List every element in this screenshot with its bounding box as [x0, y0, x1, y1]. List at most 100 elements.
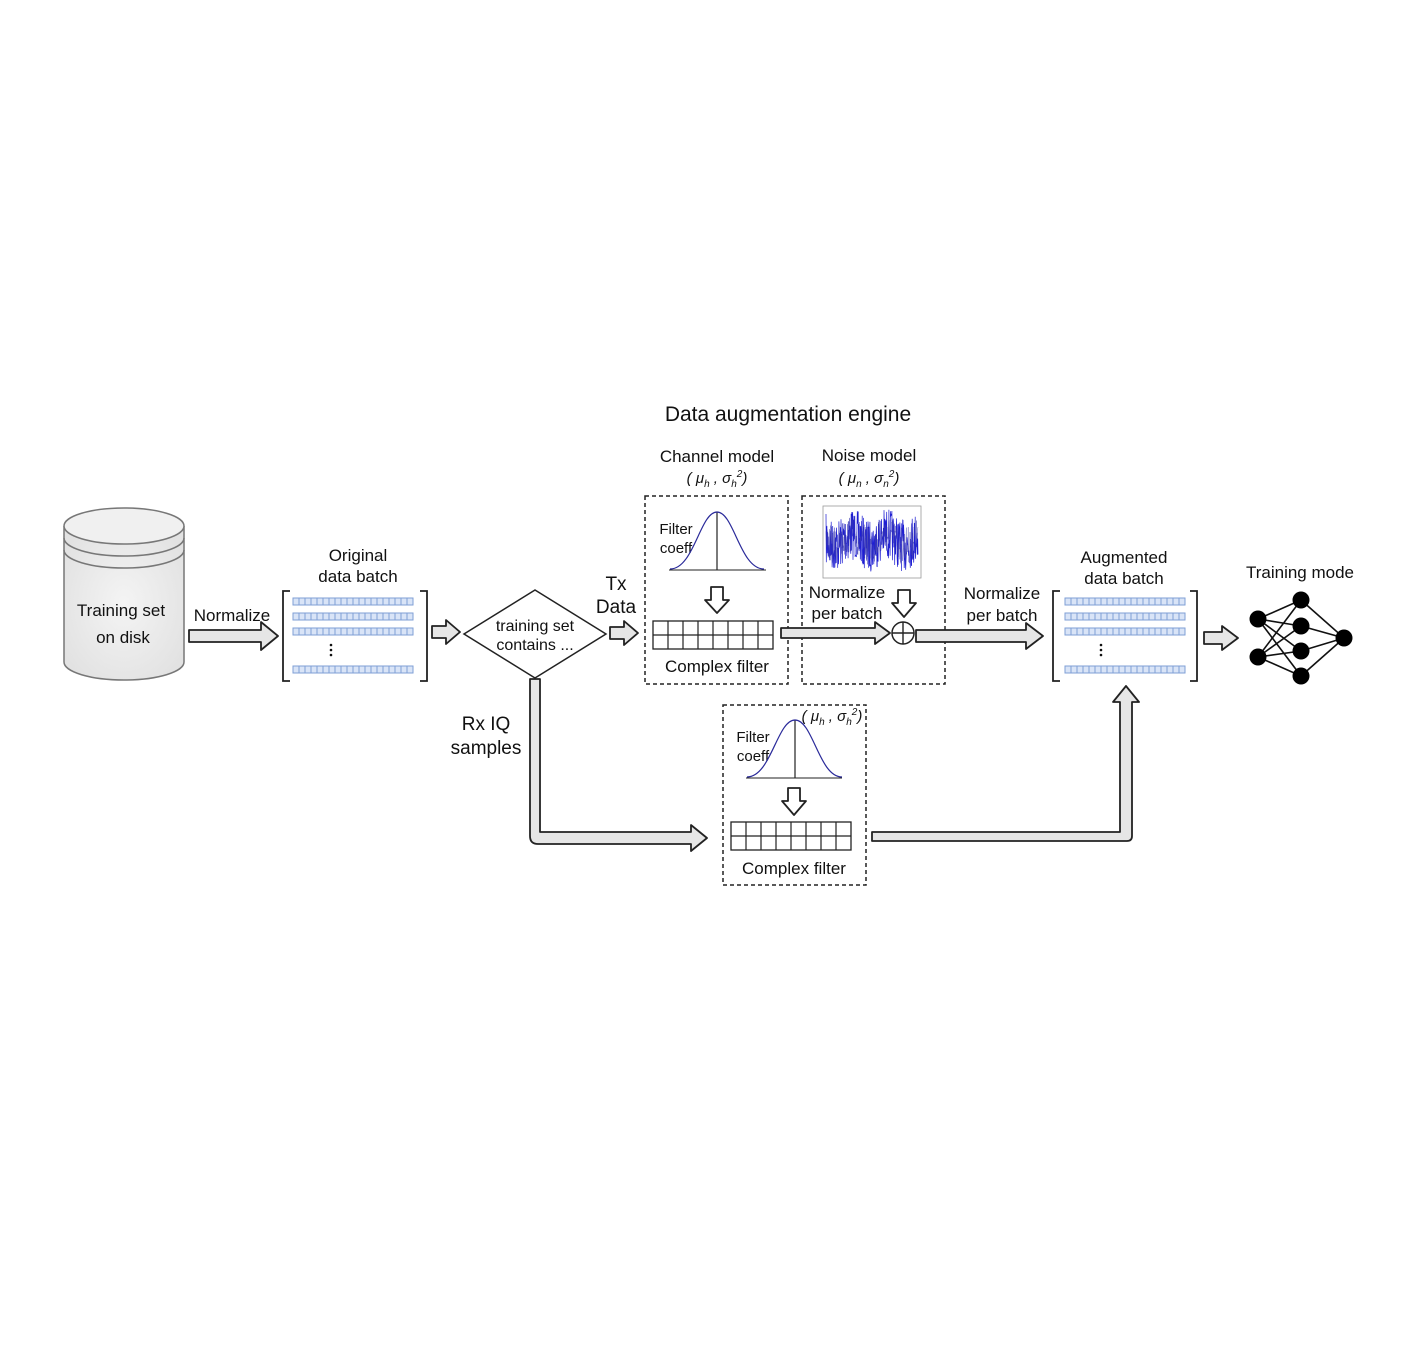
batch-cell	[1172, 627, 1180, 636]
batch-cell	[394, 627, 402, 636]
batch-cell	[1160, 665, 1168, 674]
batch-cell	[1142, 627, 1150, 636]
batch-cell	[1160, 612, 1168, 621]
original-batch-matrix	[282, 590, 428, 682]
lower-complex-filter-grid	[730, 821, 852, 851]
batch-cell	[298, 597, 306, 606]
batch-cell	[1178, 597, 1186, 606]
batch-cell	[292, 665, 300, 674]
batch-cell	[1172, 665, 1180, 674]
batch-cell	[358, 627, 366, 636]
batch-cell	[406, 612, 414, 621]
complex-filter-grid	[652, 620, 774, 650]
batch-cell	[340, 627, 348, 636]
rx-iq-label-line1: Rx IQ	[462, 714, 511, 735]
batch-cell	[334, 627, 342, 636]
augmented-batch-label-line1: Augmented	[1081, 548, 1168, 567]
batch-cell	[388, 665, 396, 674]
batch-cell	[1166, 665, 1174, 674]
channel-to-adder-arrow	[780, 621, 891, 645]
batch-row	[1064, 665, 1186, 674]
batch-cell	[388, 627, 396, 636]
batch-cell	[370, 612, 378, 621]
batch-cell	[1082, 665, 1090, 674]
batch-cell	[394, 597, 402, 606]
nn-node	[1292, 591, 1310, 609]
batch-cell	[316, 612, 324, 621]
rx-iq-label-line2: samples	[451, 738, 522, 759]
batch-cell	[400, 665, 408, 674]
decision-diamond	[462, 589, 608, 679]
batch-cell	[352, 665, 360, 674]
channel-model-box	[644, 495, 789, 685]
batch-cell	[298, 627, 306, 636]
batch-cell	[1112, 597, 1120, 606]
batch-cell	[1118, 665, 1126, 674]
nn-node	[1292, 617, 1310, 635]
batch-cell	[1100, 612, 1108, 621]
batch-cell	[376, 612, 384, 621]
batch-cell	[1166, 612, 1174, 621]
batch-cell	[382, 612, 390, 621]
batch-cell	[1136, 612, 1144, 621]
lower-channel-params: ( μh , σh2)	[802, 707, 863, 728]
batch-row	[1064, 627, 1186, 636]
batch-row	[292, 612, 414, 621]
batch-cell	[1082, 597, 1090, 606]
batch-cell	[334, 612, 342, 621]
batch-cell	[304, 665, 312, 674]
batch-cell	[1064, 627, 1072, 636]
batch-cell	[1160, 627, 1168, 636]
batch-cell	[1112, 627, 1120, 636]
batch-cell	[388, 612, 396, 621]
vertical-ellipsis	[1099, 643, 1103, 657]
batch-cell	[1076, 612, 1084, 621]
batch-cell	[1154, 627, 1162, 636]
batch-cell	[1154, 597, 1162, 606]
batch-cell	[1142, 597, 1150, 606]
neural-network-icon	[1249, 591, 1353, 685]
batch-cell	[328, 597, 336, 606]
batch-cell	[1094, 665, 1102, 674]
batch-cell	[1076, 597, 1084, 606]
original-batch-label-line2: data batch	[318, 567, 397, 586]
batch-cell	[1082, 627, 1090, 636]
batch-cell	[1178, 627, 1186, 636]
batch-cell	[1070, 612, 1078, 621]
batch-cell	[394, 612, 402, 621]
batch-cell	[358, 665, 366, 674]
lower-filter-down-arrow	[781, 787, 807, 816]
augmented-batch-matrix	[1052, 590, 1198, 682]
batch-row	[292, 597, 414, 606]
data-label: Data	[596, 597, 637, 618]
batch-cell	[340, 665, 348, 674]
batch-cell	[382, 665, 390, 674]
batch-cell	[358, 612, 366, 621]
batch-cell	[346, 665, 354, 674]
batch-cell	[328, 665, 336, 674]
lower-gaussian-curve-icon	[746, 719, 843, 779]
batch-cell	[382, 627, 390, 636]
batch-cell	[340, 612, 348, 621]
training-set-label-line2: on disk	[96, 628, 150, 647]
batch-cell	[1118, 612, 1126, 621]
lower-complex-filter-label: Complex filter	[742, 859, 846, 878]
batch-cell	[400, 612, 408, 621]
batch-cell	[1088, 627, 1096, 636]
batch-cell	[1148, 627, 1156, 636]
batch-cell	[340, 597, 348, 606]
batch-cell	[1154, 612, 1162, 621]
batch-cell	[1064, 612, 1072, 621]
batch-cell	[1160, 597, 1168, 606]
batch-cell	[328, 627, 336, 636]
batch-cell	[1088, 612, 1096, 621]
batch-cell	[376, 665, 384, 674]
filter-coeff-label-line1: Filter	[659, 521, 692, 538]
batch-cell	[1172, 597, 1180, 606]
batch-cell	[1154, 665, 1162, 674]
batch-cell	[1088, 597, 1096, 606]
batch-cell	[304, 627, 312, 636]
batch-cell	[376, 597, 384, 606]
batch-cell	[292, 597, 300, 606]
batch-cell	[1076, 665, 1084, 674]
